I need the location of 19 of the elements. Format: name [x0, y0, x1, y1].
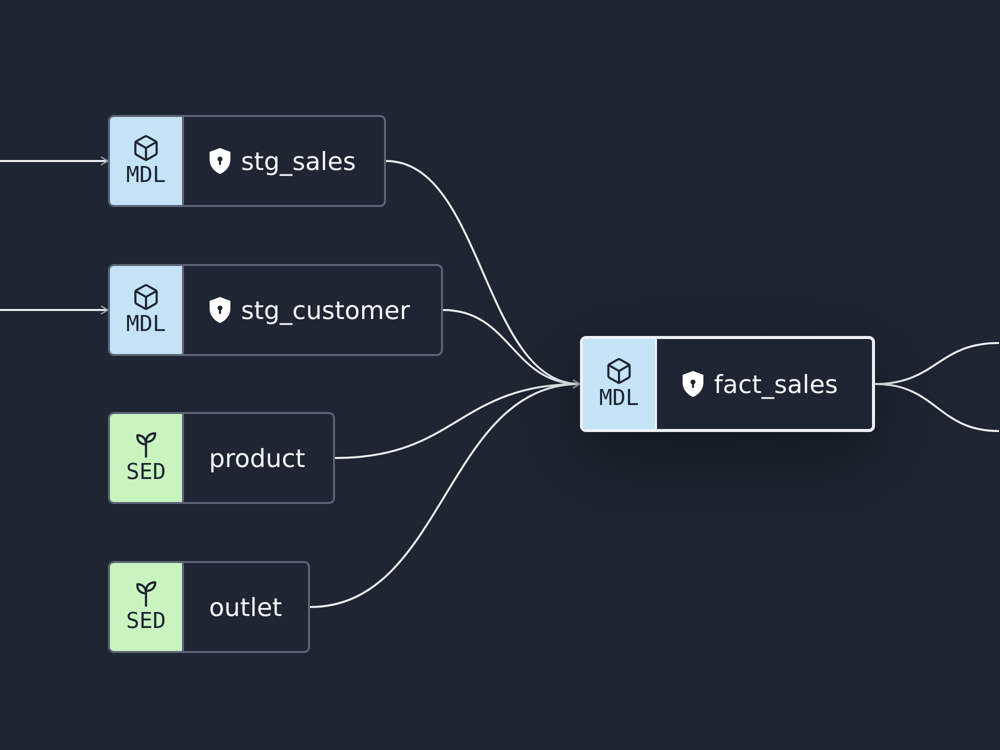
type-label: MDL [126, 314, 166, 336]
arrow [0, 156, 109, 166]
connector-line [874, 383, 1000, 432]
node-name: product [209, 446, 306, 470]
type-label: SED [126, 462, 166, 484]
lineage-node [108, 412, 335, 504]
node-name: outlet [209, 594, 282, 620]
lineage-node [108, 561, 310, 653]
node-name: stg_customer [241, 298, 410, 322]
type-label: SED [126, 611, 166, 633]
lineage-node [580, 336, 875, 432]
node-name: fact_sales [714, 372, 838, 396]
arrow [310, 380, 581, 608]
type-label: MDL [599, 388, 639, 410]
arrow [0, 305, 109, 315]
lineage-node [108, 115, 386, 207]
node-name: stg_sales [241, 148, 356, 174]
lineage-node [108, 264, 443, 356]
type-label: MDL [126, 165, 166, 187]
